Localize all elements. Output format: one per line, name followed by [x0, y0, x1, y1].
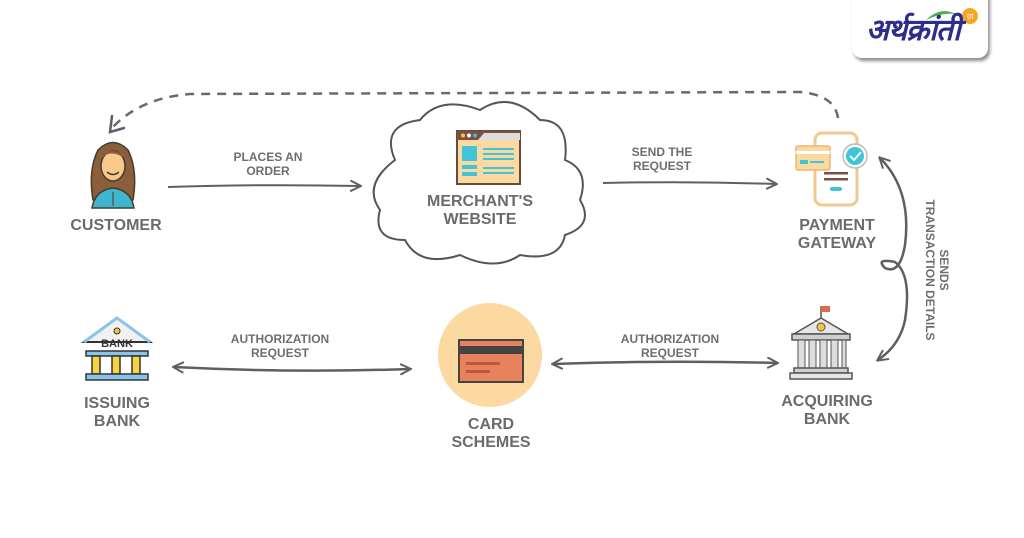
arrow-merchant-to-gateway	[602, 182, 776, 184]
browser-window-icon	[456, 130, 521, 185]
bank-icon-text: BANK	[101, 338, 133, 350]
leaf-sun-icon: ग्रा	[926, 8, 978, 24]
phone-card-check-icon	[795, 131, 868, 207]
arrowhead-customer	[108, 114, 126, 134]
arrow-issuing-schemes	[174, 367, 410, 371]
logo-text: अर्थक्रांती	[866, 13, 961, 48]
brand-logo: ग्रा अर्थक्रांती	[852, 0, 988, 58]
customer-label: CUSTOMER	[70, 217, 162, 234]
bank-building-icon: BANK	[80, 316, 154, 381]
arrow-customer-to-merchant	[167, 185, 360, 187]
credit-card-icon	[438, 303, 542, 407]
arrow-gateway-acquiring	[878, 158, 909, 360]
logo-badge: ग्रा	[967, 12, 975, 21]
arrow-gateway-to-customer	[111, 90, 840, 129]
arrow-schemes-acquiring	[553, 362, 777, 364]
bank-building-flag-icon	[789, 306, 853, 380]
woman-customer-icon	[90, 141, 136, 209]
